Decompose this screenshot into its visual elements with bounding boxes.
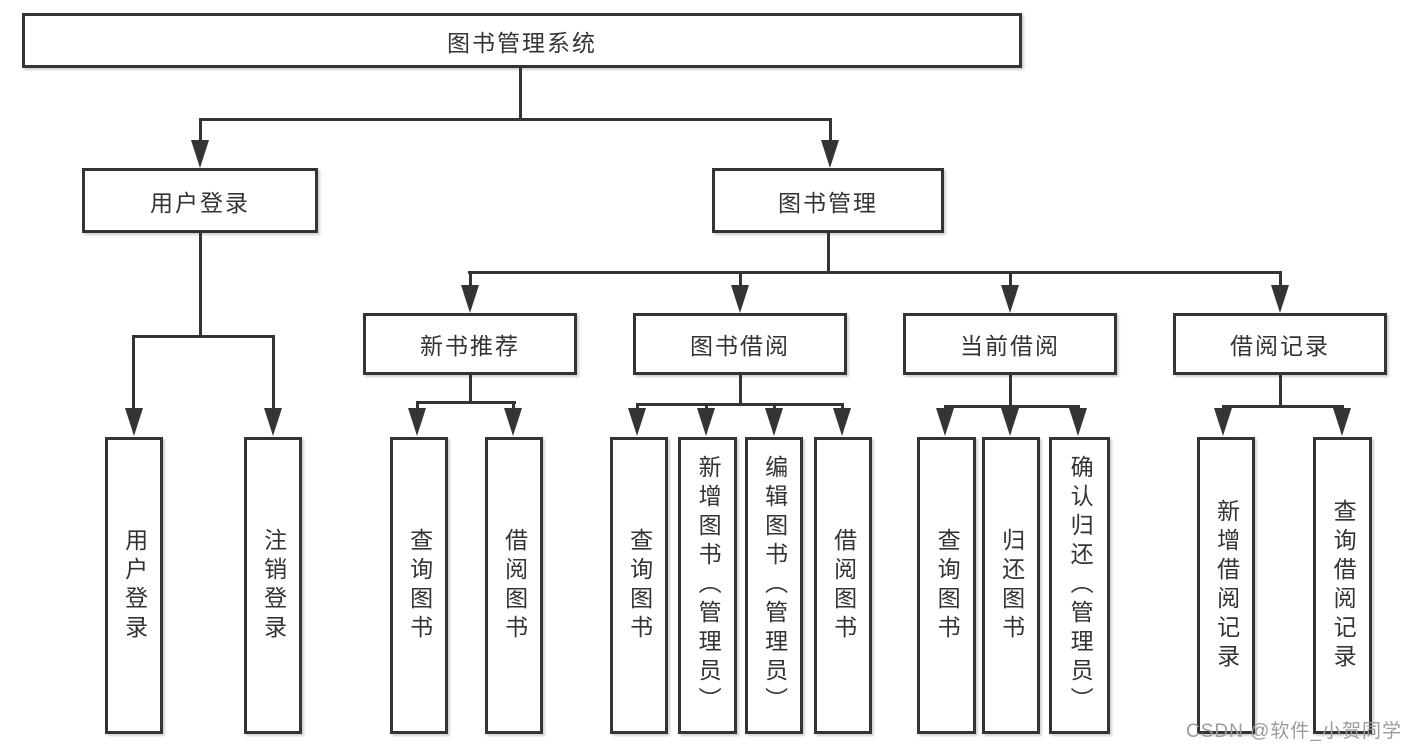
connector-line [1222,405,1344,408]
leaf-label: 编辑图书（管理员） [761,455,788,716]
leaf-query-books-current: 查询图书 [917,437,976,734]
leaf-edit-books-admin: 编辑图书（管理员） [745,437,803,734]
leaf-label: 借阅图书 [501,527,528,644]
leaf-label: 查询图书 [934,527,961,644]
connector-line [512,401,515,410]
connector-line [739,375,742,405]
arrowhead-down-icon [833,408,851,436]
connector-line [827,233,830,273]
leaf-add-books-admin: 新增图书（管理员） [678,437,737,734]
node-current-borrowing: 当前借阅 [903,313,1117,375]
arrowhead-down-icon [125,408,143,436]
node-book-management: 图书管理 [712,168,944,233]
node-label: 图书借阅 [690,333,790,359]
connector-line [519,68,522,121]
connector-line [199,118,202,142]
arrowhead-down-icon [1214,408,1232,436]
connector-line [416,401,516,404]
connector-line [705,403,708,410]
connector-line [773,403,776,410]
connector-line [1279,375,1282,407]
connector-line [1222,405,1225,410]
leaf-label: 用户登录 [121,527,148,644]
connector-line [841,403,844,410]
node-user-login: 用户登录 [82,168,318,233]
leaf-return-books: 归还图书 [982,437,1040,734]
leaf-label: 新增图书（管理员） [695,455,722,716]
arrowhead-down-icon [504,408,522,436]
leaf-label: 查询借阅记录 [1330,498,1357,673]
leaf-query-books-borrowing: 查询图书 [610,437,668,734]
node-new-book-recommendation: 新书推荐 [363,313,577,375]
leaf-query-books-recommend: 查询图书 [390,437,448,734]
leaf-label: 归还图书 [998,527,1025,644]
connector-line [944,405,1080,408]
arrowhead-down-icon [697,408,715,436]
leaf-label: 新增借阅记录 [1213,498,1240,673]
connector-line [416,401,419,410]
connector-line [469,271,472,287]
leaf-label: 确认归还（管理员） [1067,455,1094,716]
arrowhead-down-icon [1271,285,1289,313]
connector-line [1341,405,1344,410]
connector-line [469,375,472,403]
node-label: 当前借阅 [960,333,1060,359]
connector-line [829,118,832,142]
connector-line [636,403,639,410]
node-library-management-system: 图书管理系统 [22,13,1022,68]
arrowhead-down-icon [628,408,646,436]
arrowhead-down-icon [731,285,749,313]
node-label: 用户登录 [150,189,250,216]
leaf-label: 查询图书 [406,527,433,644]
leaf-logout: 注销登录 [244,437,302,734]
connector-line [1009,405,1012,410]
node-book-borrowing: 图书借阅 [633,313,847,375]
connector-line [1009,271,1012,287]
connector-line [1009,375,1012,407]
node-borrowing-records: 借阅记录 [1173,313,1387,375]
arrowhead-down-icon [1333,408,1351,436]
connector-line [1279,271,1282,287]
arrowhead-down-icon [1001,285,1019,313]
arrowhead-down-icon [408,408,426,436]
arrowhead-down-icon [1069,408,1087,436]
connector-line [1077,405,1080,410]
connector-line [132,335,135,410]
leaf-query-borrow-record: 查询借阅记录 [1313,437,1372,734]
arrowhead-down-icon [264,408,282,436]
leaf-label: 注销登录 [260,527,287,644]
arrowhead-down-icon [936,408,954,436]
leaf-label: 查询图书 [626,527,653,644]
connector-line [272,335,275,410]
node-label: 图书管理 [778,189,878,216]
leaf-user-login: 用户登录 [105,437,163,734]
arrowhead-down-icon [191,140,209,168]
leaf-borrow-books-recommend: 借阅图书 [485,437,543,734]
connector-line [739,271,742,287]
arrowhead-down-icon [1001,408,1019,436]
leaf-label: 借阅图书 [830,527,857,644]
connector-line [944,405,947,410]
leaf-confirm-return-admin: 确认归还（管理员） [1049,437,1110,734]
node-label: 借阅记录 [1230,333,1330,359]
node-label: 图书管理系统 [447,29,597,56]
connector-line [468,271,1282,274]
connector-line [199,118,832,121]
connector-line [199,233,202,337]
arrowhead-down-icon [765,408,783,436]
arrowhead-down-icon [461,285,479,313]
watermark: CSDN @软件_小贺同学 [1186,721,1402,742]
leaf-borrow-books: 借阅图书 [814,437,872,734]
connector-line [132,335,275,338]
leaf-add-borrow-record: 新增借阅记录 [1197,437,1255,734]
connector-line [636,403,844,406]
arrowhead-down-icon [821,140,839,168]
node-label: 新书推荐 [420,333,520,359]
